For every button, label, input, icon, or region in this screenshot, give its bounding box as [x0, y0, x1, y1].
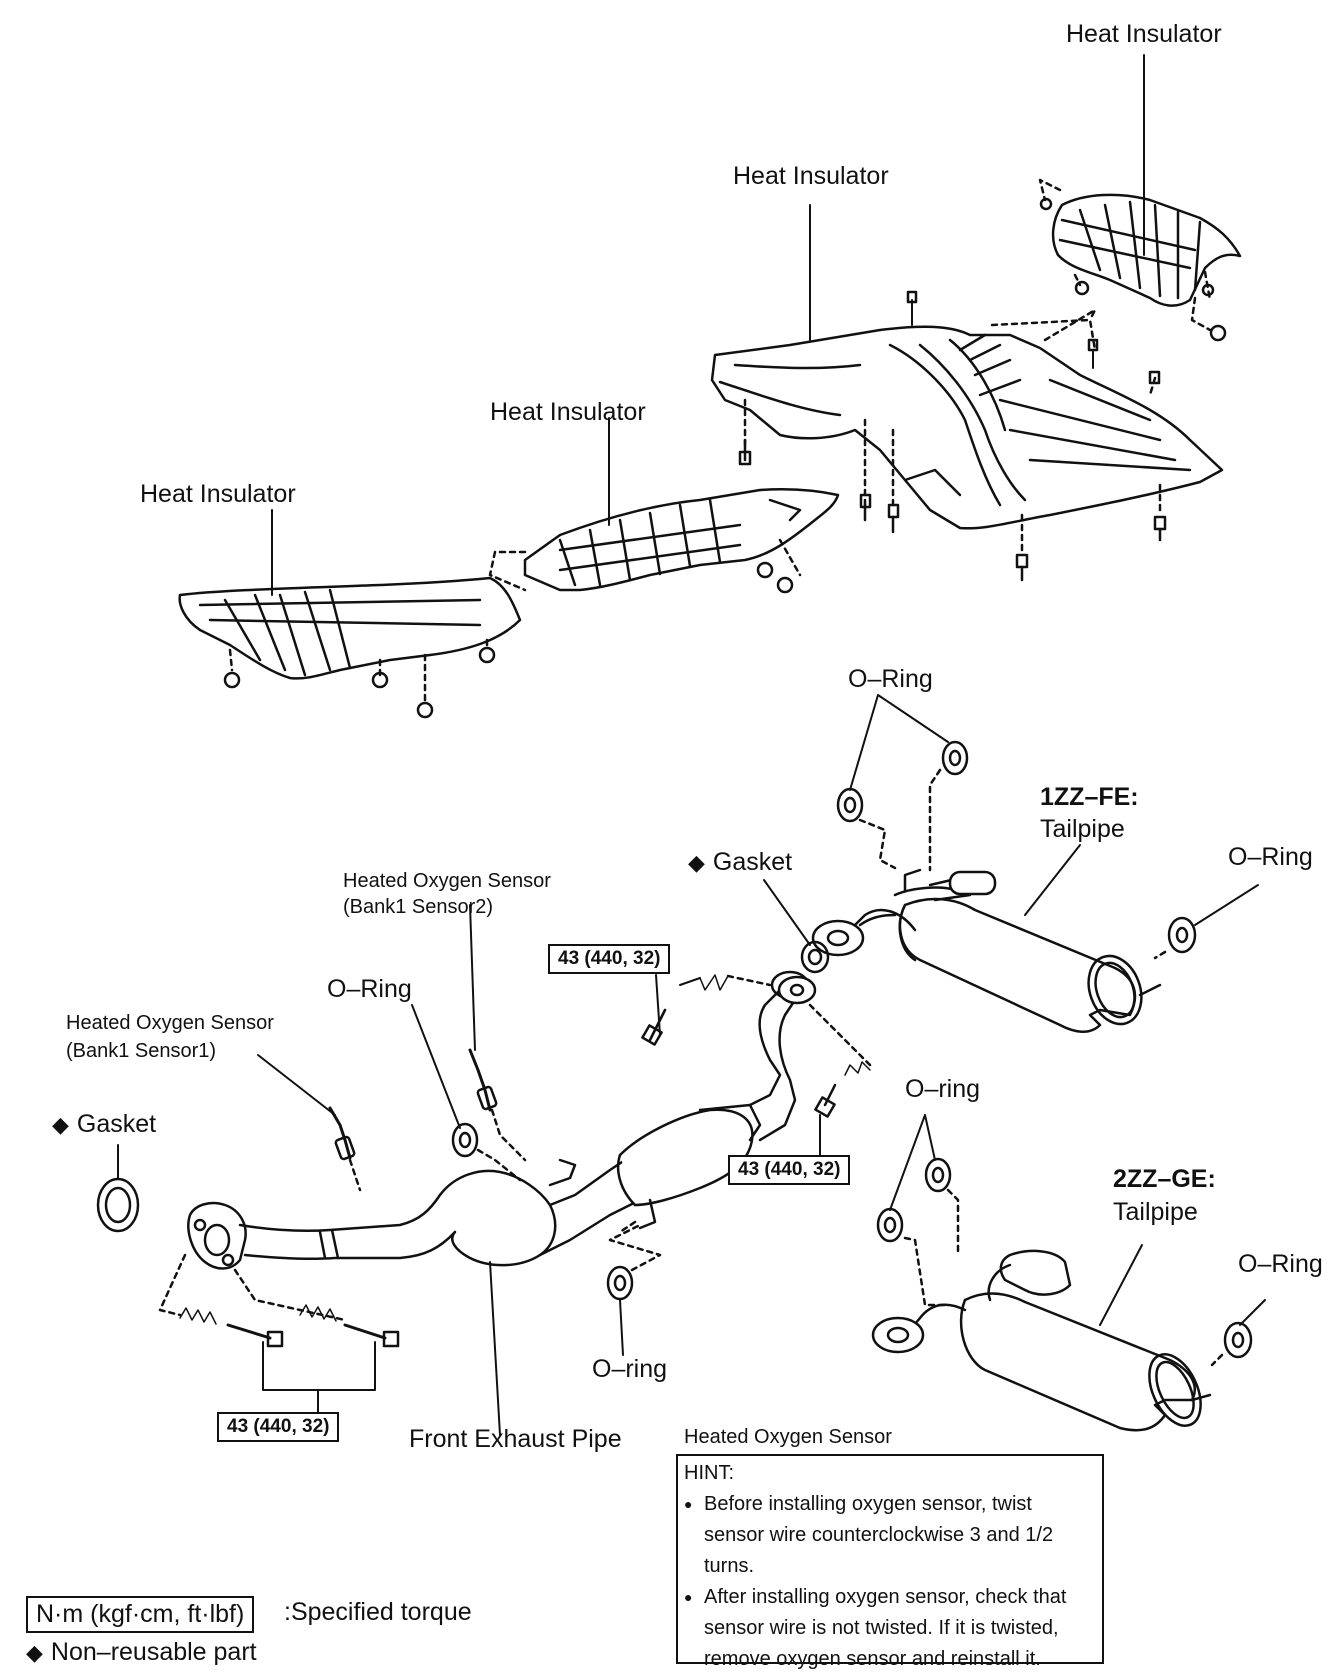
label-oring-right-1zz: O–Ring: [1228, 843, 1313, 871]
label-heat-insulator-center: Heat Insulator: [733, 162, 889, 190]
torque-box-upper-flange: 43 (440, 32): [548, 944, 671, 974]
hint-title: HINT:: [684, 1462, 734, 1484]
legend-torque-desc: :Specified torque: [284, 1598, 472, 1626]
heat-insulator-center-part: [710, 290, 1224, 582]
legend-diamond-icon: ◆: [26, 1640, 43, 1665]
label-oring-mid: O–Ring: [327, 975, 412, 1003]
label-oring-top: O–Ring: [848, 665, 933, 693]
label-oring-bottom: O–ring: [592, 1355, 668, 1383]
label-oring-2zz-top: O–ring: [905, 1075, 981, 1103]
label-engine-1zz: 1ZZ–FE:: [1040, 783, 1139, 811]
hint-box: HINT: Before installing oxygen sensor, t…: [676, 1454, 1104, 1670]
non-reusable-diamond-icon: ◆: [688, 850, 705, 875]
left-gasket-part: [96, 1177, 140, 1233]
legend-non-reusable: ◆Non–reusable part: [26, 1638, 257, 1666]
tailpipe-1zz-part: [811, 868, 1162, 1033]
oring-1zz-parts: [836, 740, 1197, 960]
hint-item-2: After installing oxygen sensor, check th…: [684, 1582, 1096, 1675]
label-oring-right-2zz: O–Ring: [1238, 1250, 1323, 1278]
tailpipe-2zz-part: [871, 1249, 1212, 1432]
label-gasket-left: ◆Gasket: [52, 1110, 157, 1138]
label-hos-bank1-sensor2-line2: (Bank1 Sensor2): [343, 896, 494, 918]
front-flange-bolts: [158, 1253, 400, 1413]
label-engine-2zz: 2ZZ–GE:: [1113, 1165, 1216, 1193]
label-hos-bank1-sensor2-line1: Heated Oxygen Sensor: [343, 870, 551, 892]
label-heat-insulator-middle: Heat Insulator: [490, 398, 646, 426]
label-tailpipe-1zz: Tailpipe: [1040, 815, 1125, 843]
heat-insulator-left-part: [178, 576, 522, 719]
non-reusable-diamond-icon-2: ◆: [52, 1112, 69, 1137]
oring-2zz-parts: [876, 1157, 1253, 1367]
torque-box-front-flange: 43 (440, 32): [217, 1412, 340, 1442]
label-hos-bank1-sensor1-line1: Heated Oxygen Sensor: [66, 1012, 274, 1034]
label-heat-insulator-top-right: Heat Insulator: [1066, 20, 1222, 48]
label-tailpipe-2zz: Tailpipe: [1113, 1198, 1198, 1226]
front-exhaust-pipe-part: [187, 975, 817, 1270]
oxygen-sensor-parts: [328, 1048, 527, 1192]
center-gasket-part: [641, 940, 872, 1118]
label-heat-insulator-left: Heat Insulator: [140, 480, 296, 508]
heat-insulator-middle-part: [488, 487, 840, 594]
heat-insulator-top-right-part: [1038, 178, 1242, 342]
torque-box-lower-flange: 43 (440, 32): [728, 1155, 851, 1185]
hint-item-1: Before installing oxygen sensor, twist s…: [684, 1489, 1096, 1582]
label-hos-bank1-sensor1-line2: (Bank1 Sensor1): [66, 1040, 217, 1062]
label-gasket-center: ◆Gasket: [688, 848, 793, 876]
legend-torque-box: N·m (kgf·cm, ft·lbf): [26, 1596, 255, 1633]
label-hint-section-title: Heated Oxygen Sensor: [684, 1426, 892, 1448]
label-front-exhaust-pipe: Front Exhaust Pipe: [409, 1425, 622, 1453]
leader-lines: [117, 54, 1266, 1436]
